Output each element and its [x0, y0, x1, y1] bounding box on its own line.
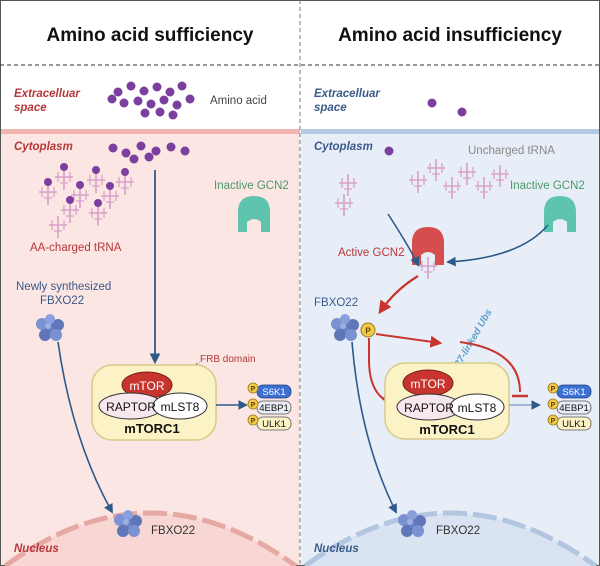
left-raptor-label: RAPTOR: [106, 400, 156, 414]
right-mtorc1-label: mTORC1: [419, 422, 474, 437]
left-nucleus-fbxo22-label: FBXO22: [151, 525, 195, 537]
right-substrate-ulk1: ULK1: [562, 419, 586, 430]
left-substrate-s6k1: S6K1: [262, 387, 285, 398]
left-substrate-4ebp1: 4EBP1: [259, 403, 289, 414]
right-substrates: [547, 382, 592, 431]
sparse-amino-acids: [384, 98, 467, 156]
left-nucleus-membrane: [3, 510, 298, 566]
right-substrate-4ebp1: 4EBP1: [559, 403, 589, 414]
left-phospho-3: P: [251, 418, 256, 425]
left-title: Amino acid sufficiency: [47, 25, 254, 46]
aa-charged-trna-cluster: [38, 163, 135, 239]
ubs-inhibit-path: [459, 341, 521, 393]
extracellular-amino-acid-cluster: [107, 81, 195, 120]
left-membrane: [1, 129, 300, 134]
fbxo22-to-ubs-arrow: [375, 333, 443, 348]
right-title: Amino acid insufficiency: [338, 25, 562, 46]
right-fbxo22-label: FBXO22: [314, 297, 358, 309]
right-extracellular-label-1: Extracelluar: [314, 88, 380, 100]
left-inactive-gcn2-label: Inactive GCN2: [214, 180, 289, 192]
gcn2-activation-arrow: [446, 224, 549, 267]
frb-domain-label: FRB domain: [200, 354, 256, 365]
aa-charged-trna-label: AA-charged tRNA: [30, 242, 122, 254]
right-inactive-gcn2-label: Inactive GCN2: [510, 180, 585, 192]
left-mlst8-label: mLST8: [161, 400, 200, 414]
left-phospho-1: P: [251, 386, 256, 393]
left-inactive-gcn2: [238, 196, 270, 232]
fbxo22-phospho-badge: [360, 322, 376, 338]
right-mlst8-label: mLST8: [458, 401, 497, 415]
left-substrates: [247, 382, 292, 431]
gcn2-phosphorylation-arrow: [378, 275, 419, 315]
right-nucleus-fbxo22-label: FBXO22: [436, 525, 480, 537]
active-gcn2-label: Active GCN2: [338, 247, 404, 259]
right-phospho-1: P: [551, 386, 556, 393]
amino-acid-label: Amino acid: [210, 95, 267, 107]
left-mtor-label: mTOR: [129, 379, 164, 393]
right-phospho-2: P: [551, 402, 556, 409]
right-mtor-label: mTOR: [410, 377, 445, 391]
right-nucleus-label: Nucleus: [314, 543, 359, 555]
right-extracellular-label-2: space: [314, 102, 347, 114]
left-nucleus-label: Nucleus: [14, 543, 59, 555]
left-mtorc1-complex: [91, 364, 217, 441]
left-phospho-2: P: [251, 402, 256, 409]
left-extracellular-label-2: space: [14, 102, 47, 114]
right-raptor-label: RAPTOR: [404, 401, 454, 415]
right-phospho-3: P: [551, 418, 556, 425]
active-gcn2: [412, 227, 444, 265]
newly-synthesized-label-2: FBXO22: [40, 295, 84, 307]
left-extracellular-label-1: Extracelluar: [14, 88, 80, 100]
left-cytoplasm-label: Cytoplasm: [14, 141, 73, 153]
right-inactive-gcn2: [544, 196, 576, 232]
left-fbxo22-nucleus-arrow: [57, 341, 113, 514]
cytoplasm-amino-acid-cluster: [108, 141, 190, 164]
right-fbxo22-nucleus-arrow: [351, 341, 397, 514]
trna-to-gcn2-arrow: [387, 213, 420, 267]
right-cytoplasm-bg: [301, 131, 599, 565]
left-mtorc1-label: mTORC1: [124, 421, 179, 436]
uncharged-trna-label: Uncharged tRNA: [468, 145, 555, 157]
newly-synthesized-label-1: Newly synthesized: [16, 281, 111, 293]
right-membrane: [301, 129, 599, 134]
right-substrate-s6k1: S6K1: [562, 387, 585, 398]
right-cytoplasm-label: Cytoplasm: [314, 141, 373, 153]
right-mtorc1-complex: [384, 362, 510, 440]
fbxo22-phospho-label: P: [365, 327, 371, 336]
right-nucleus-membrane: [303, 510, 598, 566]
left-substrate-ulk1: ULK1: [262, 419, 286, 430]
